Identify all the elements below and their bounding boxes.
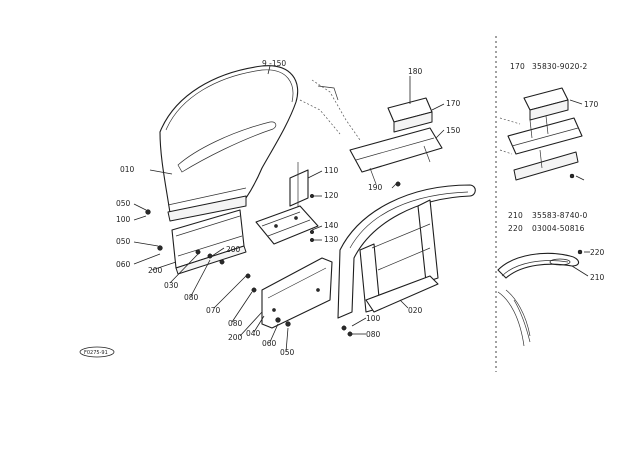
detail-fender-210: 220 210 — [497, 248, 605, 347]
parts-list-panel: 170 35830-9020-2 210 35583-8740-0 220 03… — [508, 62, 588, 233]
callout-150: 150 — [446, 126, 461, 135]
callout-010: 010 — [120, 165, 135, 174]
parts-list-ref-210: 210 — [508, 211, 523, 220]
callout-080-right: 080 — [366, 330, 381, 339]
rear-fender-frame-020 — [337, 184, 476, 319]
detail-callout-220: 220 — [590, 248, 605, 257]
callout-200-left: 200 — [148, 266, 163, 275]
callout-050-bottom: 050 — [280, 348, 295, 357]
detail-bracket-170: 170 — [499, 87, 599, 181]
upper-bracket-assembly — [299, 79, 443, 187]
callout-020: 020 — [408, 306, 423, 315]
callout-200-right: 200 — [226, 245, 241, 254]
callout-070: 070 — [206, 306, 221, 315]
callout-030: 030 — [164, 281, 179, 290]
parts-list-code-170: 35830-9020-2 — [532, 62, 588, 71]
callout-200-bottom: 200 — [228, 333, 243, 342]
callout-9-150: 9 -150 — [262, 59, 286, 68]
callout-190: 190 — [368, 183, 383, 192]
center-brackets — [255, 162, 319, 245]
detail-callout-170: 170 — [584, 100, 599, 109]
callout-140: 140 — [324, 221, 339, 230]
callout-130: 130 — [324, 235, 339, 244]
callout-170: 170 — [446, 99, 461, 108]
fender-panel-010 — [159, 65, 299, 222]
leader-lines — [133, 65, 445, 353]
page-stamp: F0275-91 — [79, 346, 115, 358]
callout-120: 120 — [324, 191, 339, 200]
callout-180: 180 — [408, 67, 423, 76]
callout-080-left: 080 — [184, 293, 199, 302]
main-callout-labels: 9 -150 180 170 150 010 110 190 120 050 1… — [116, 59, 461, 357]
detail-callout-210: 210 — [590, 273, 605, 282]
callout-100-upper: 100 — [116, 215, 131, 224]
callout-060-left: 060 — [116, 260, 131, 269]
parts-list-code-210: 35583-8740-0 — [532, 211, 588, 220]
parts-list-ref-220: 220 — [508, 224, 523, 233]
callout-040: 040 — [246, 329, 261, 338]
callout-100-lower: 100 — [366, 314, 381, 323]
callout-050-middle: 050 — [116, 237, 131, 246]
parts-list-ref-170: 170 — [510, 62, 525, 71]
parts-list-code-220: 03004-50816 — [532, 224, 585, 233]
callout-080-middle: 080 — [228, 319, 243, 328]
lower-stay-assembly — [171, 209, 247, 275]
bottom-plate — [261, 257, 333, 329]
callout-110: 110 — [324, 166, 339, 175]
page-stamp-text: F0275-91 — [84, 350, 108, 356]
callout-060-bottom: 060 — [262, 339, 277, 348]
callout-050-upper: 050 — [116, 199, 131, 208]
